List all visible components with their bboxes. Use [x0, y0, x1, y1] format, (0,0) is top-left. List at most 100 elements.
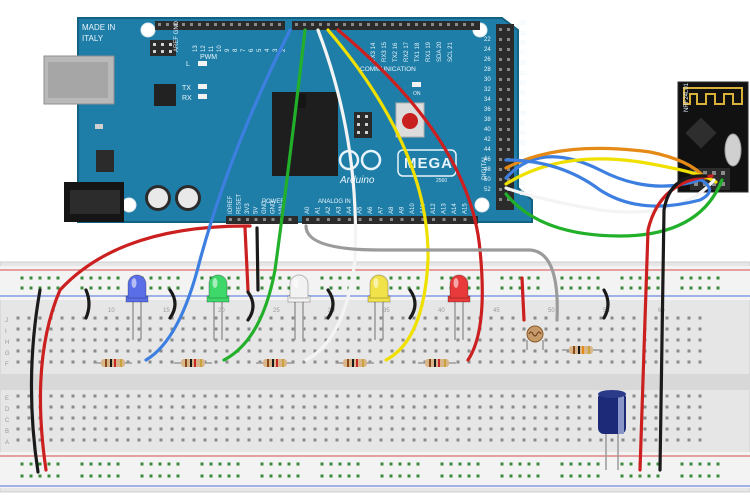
breadboard-hole [71, 316, 75, 320]
breadboard-hole [137, 316, 141, 320]
wire-red-led [336, 28, 484, 362]
rail-hole [587, 462, 591, 466]
header-pin [316, 218, 320, 221]
rail-hole [707, 286, 711, 290]
breadboard-hole [170, 349, 174, 353]
rail-hole [656, 462, 660, 466]
breadboard-hole [192, 438, 196, 442]
breadboard-hole [280, 427, 284, 431]
rail-hole [47, 462, 51, 466]
breadboard-hole [93, 327, 97, 331]
breadboard-hole [82, 327, 86, 331]
rail-hole [287, 462, 291, 466]
breadboard-hole [698, 405, 702, 409]
wire-red-5v-rail-left [38, 224, 252, 472]
breadboard-hole [676, 327, 680, 331]
rail-hole [716, 286, 720, 290]
icsp2-pins [357, 115, 368, 134]
header-pin [262, 23, 265, 26]
breadboard-hole [269, 405, 273, 409]
breadboard-hole [698, 394, 702, 398]
rail-hole [569, 286, 573, 290]
breadboard-hole [181, 438, 185, 442]
rail-hole [80, 462, 84, 466]
breadboard-holes [16, 276, 720, 478]
breadboard-hole [599, 438, 603, 442]
breadboard-hole [379, 394, 383, 398]
digital-pin-label: 41 [519, 121, 526, 127]
header-pin [499, 48, 502, 51]
breadboard-hole [247, 427, 251, 431]
breadboard-hole [390, 394, 394, 398]
breadboard-hole [60, 316, 64, 320]
rail-hole [407, 276, 411, 280]
rail-hole [287, 286, 291, 290]
header-pin [432, 218, 435, 221]
breadboard-hole [93, 349, 97, 353]
rail-hole [647, 462, 651, 466]
breadboard-hole [214, 327, 218, 331]
breadboard-hole [104, 438, 108, 442]
digital-pin-label: 46 [484, 157, 491, 163]
power-pin-label: GND [262, 200, 268, 214]
breadboard-hole [676, 438, 680, 442]
breadboard-hole [533, 427, 537, 431]
breadboard-hole [346, 349, 350, 353]
breadboard-hole [412, 405, 416, 409]
breadboard-hole [357, 338, 361, 342]
breadboard-hole [511, 316, 515, 320]
breadboard-hole [500, 394, 504, 398]
rail-hole [620, 474, 624, 478]
header-pin [499, 98, 502, 101]
breadboard-hole [280, 438, 284, 442]
breadboard-hole [159, 349, 163, 353]
breadboard-hole [500, 405, 504, 409]
breadboard-hole [467, 327, 471, 331]
wire-green-led [222, 28, 307, 362]
breadboard-hole [544, 416, 548, 420]
breadboard-hole [269, 316, 273, 320]
breadboard-hole [148, 427, 152, 431]
breadboard-hole [60, 327, 64, 331]
digital-pin-label: 44 [484, 147, 491, 153]
breadboard-hole [27, 438, 31, 442]
breadboard-hole [577, 316, 581, 320]
breadboard-hole [676, 360, 680, 364]
breadboard-hole [687, 394, 691, 398]
usb-chip [154, 84, 176, 106]
header-pin [471, 23, 474, 26]
breadboard-hole [71, 416, 75, 420]
digital-pin-label: 39 [519, 111, 526, 117]
breadboard-hole [533, 316, 537, 320]
breadboard-hole [401, 438, 405, 442]
rail-hole [416, 462, 420, 466]
breadboard-hole [236, 416, 240, 420]
breadboard-hole [643, 438, 647, 442]
breadboard-hole [203, 438, 207, 442]
breadboard-hole [49, 338, 53, 342]
breadboard-hole [60, 338, 64, 342]
breadboard-hole [93, 360, 97, 364]
digital-pin-label: 5V [519, 21, 526, 27]
breadboard-hole [335, 427, 339, 431]
breadboard-hole [500, 349, 504, 353]
rail-hole [218, 462, 222, 466]
rail-hole [509, 286, 513, 290]
resistor-6 [562, 346, 600, 354]
icsp2-header [354, 112, 372, 138]
pwm-pin-label: 4 [265, 48, 271, 52]
breadboard-hole [665, 394, 669, 398]
breadboard-hole [522, 327, 526, 331]
breadboard-hole [522, 349, 526, 353]
breadboard-hole [654, 327, 658, 331]
breadboard-hole [445, 405, 449, 409]
header-pin [278, 23, 281, 26]
breadboard-hole [170, 394, 174, 398]
rail-hole [260, 286, 264, 290]
breadboard-hole [577, 327, 581, 331]
breadboard-hole [203, 394, 207, 398]
breadboard-hole [632, 327, 636, 331]
rail-hole [98, 462, 102, 466]
rail-hole [596, 276, 600, 280]
